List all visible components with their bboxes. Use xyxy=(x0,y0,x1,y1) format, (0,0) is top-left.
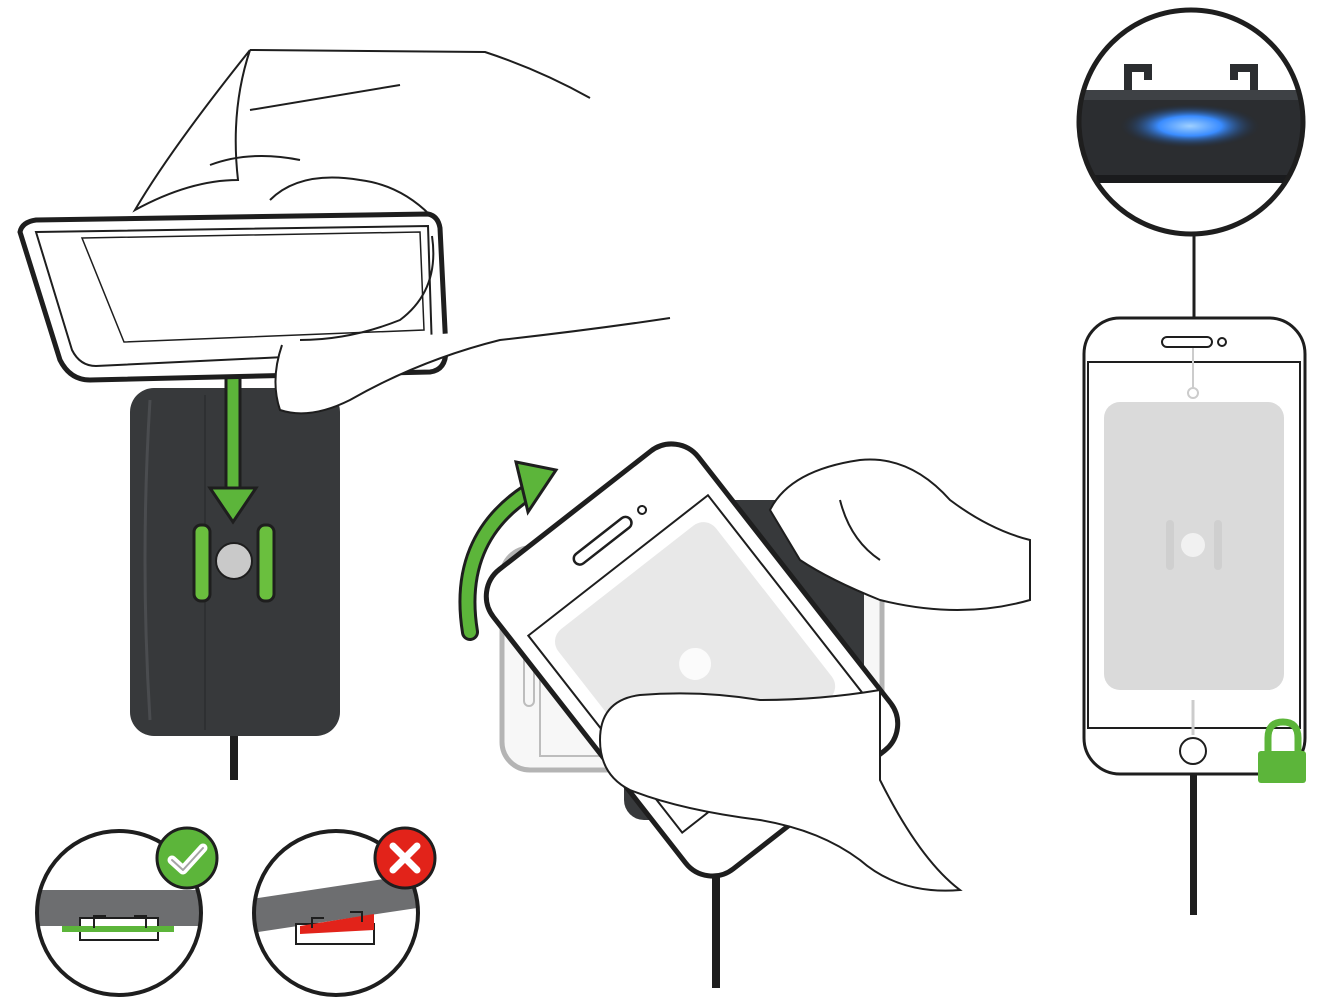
alignment-check-correct xyxy=(30,828,217,995)
blue-led-indicator xyxy=(1120,104,1260,148)
hand-lower xyxy=(600,690,960,891)
check-icon xyxy=(157,828,217,888)
phone-front xyxy=(1084,318,1305,774)
alignment-check-incorrect xyxy=(245,828,435,995)
step3-locked xyxy=(1075,10,1310,915)
step2-rotate xyxy=(467,430,1030,988)
led-zoom-circle xyxy=(1075,10,1310,234)
mount-cable xyxy=(1190,765,1197,915)
cross-icon xyxy=(375,828,435,888)
